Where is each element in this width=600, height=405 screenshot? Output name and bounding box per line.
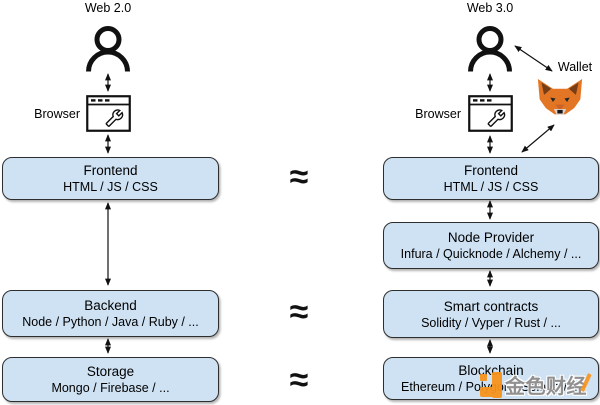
browser-window-icon xyxy=(86,95,131,132)
box-title: Node Provider xyxy=(447,230,535,245)
approx-symbol-storage: ≈ xyxy=(289,361,309,399)
box-web3-smart-contracts: Smart contracts Solidity / Vyper / Rust … xyxy=(383,290,599,338)
user-icon xyxy=(468,26,512,72)
web2-title: Web 2.0 xyxy=(84,1,132,15)
wrench-icon xyxy=(487,109,506,127)
wrench-icon xyxy=(105,109,124,127)
box-title: Backend xyxy=(84,298,137,313)
arrow-web3-wallet-frontend xyxy=(521,124,555,153)
box-subtitle: Mongo / Firebase / ... xyxy=(51,381,170,395)
watermark-text: 金色财经 xyxy=(505,370,592,399)
user-icon xyxy=(86,26,130,72)
arrow-web3-user-wallet xyxy=(514,45,553,72)
web3-browser-label: Browser xyxy=(415,107,461,121)
wallet-label: Wallet xyxy=(557,60,593,74)
watermark-text-label: 金色财经 xyxy=(505,376,587,398)
box-title: Storage xyxy=(86,364,135,379)
web3-title: Web 3.0 xyxy=(466,1,514,15)
box-title: Frontend xyxy=(463,163,519,178)
jinse-finance-watermark: 金色财经 xyxy=(479,370,592,399)
box-web2-frontend: Frontend HTML / JS / CSS xyxy=(2,157,219,200)
box-title: Smart contracts xyxy=(443,298,539,314)
box-web2-storage: Storage Mongo / Firebase / ... xyxy=(2,357,219,402)
box-web3-node-provider: Node Provider Infura / Quicknode / Alche… xyxy=(383,222,599,269)
box-subtitle: Node / Python / Java / Ruby / ... xyxy=(22,315,199,329)
box-title: Frontend xyxy=(83,163,138,178)
box-subtitle: HTML / JS / CSS xyxy=(63,180,158,194)
jinse-finance-logo-icon xyxy=(480,371,502,398)
box-subtitle: Solidity / Vyper / Rust / ... xyxy=(421,315,561,330)
approx-symbol-backend: ≈ xyxy=(289,293,309,331)
approx-symbol-frontend: ≈ xyxy=(289,158,309,196)
box-web3-frontend: Frontend HTML / JS / CSS xyxy=(383,157,599,200)
web2-browser-label: Browser xyxy=(34,107,80,121)
browser-window-icon xyxy=(468,95,513,132)
box-subtitle: Infura / Quicknode / Alchemy / ... xyxy=(400,247,582,261)
box-web2-backend: Backend Node / Python / Java / Ruby / ..… xyxy=(2,290,219,337)
metamask-fox-icon xyxy=(537,78,583,115)
box-title: Blockchain xyxy=(458,363,524,378)
box-subtitle: HTML / JS / CSS xyxy=(443,180,539,194)
